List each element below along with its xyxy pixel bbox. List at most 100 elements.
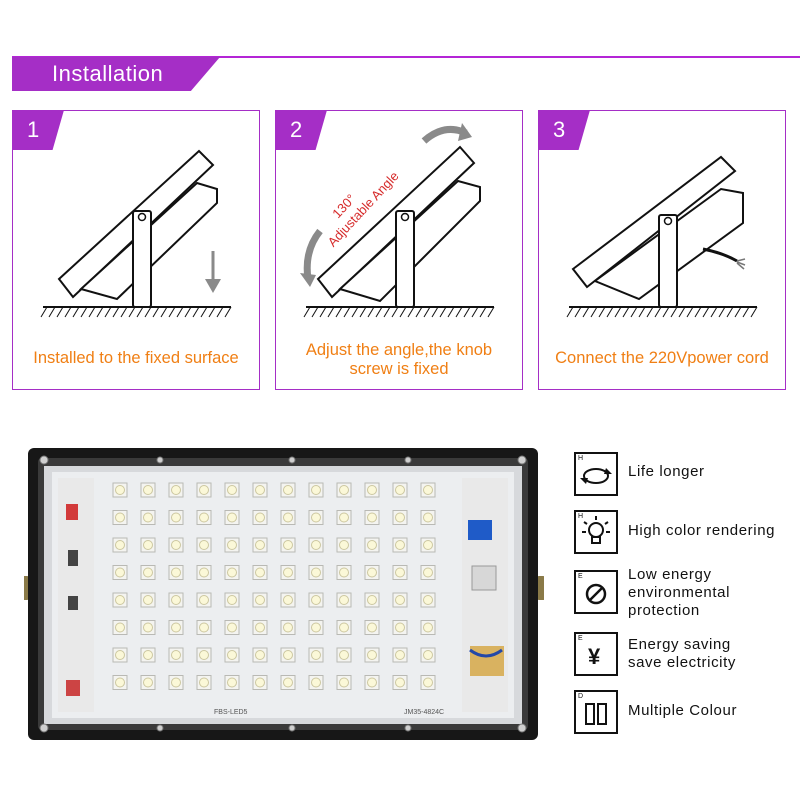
led-lens xyxy=(283,567,293,578)
led-lens xyxy=(423,540,433,550)
led-lens xyxy=(115,595,125,605)
led-lens xyxy=(199,540,209,550)
feature-4-line1: Energy saving xyxy=(628,636,731,653)
feature-5-label: Multiple Colour xyxy=(628,702,738,719)
feature-2-label: High color rendering xyxy=(628,522,776,539)
light-bulb-icon xyxy=(582,516,610,544)
led-lens xyxy=(199,677,209,688)
led-lens xyxy=(339,622,349,633)
led-lens xyxy=(311,677,321,688)
led-lens xyxy=(115,677,125,688)
led-lens xyxy=(115,567,125,578)
led-lens xyxy=(395,595,405,605)
yen-icon: ¥ xyxy=(588,644,601,669)
led-lens xyxy=(255,540,265,550)
led-grid xyxy=(112,482,436,690)
led-lens xyxy=(227,650,237,660)
feature-4-letter: E xyxy=(578,635,583,642)
led-lens xyxy=(311,622,321,633)
led-lens xyxy=(311,485,321,495)
step-2-illustration: 130° Adjustable Angle xyxy=(300,123,495,318)
led-lens xyxy=(255,512,265,523)
feature-3-line1: Low energy xyxy=(628,566,712,583)
led-lens xyxy=(227,677,237,688)
step-3-number: 3 xyxy=(553,117,566,142)
led-lens xyxy=(423,677,433,688)
led-lens xyxy=(367,650,377,660)
led-lens xyxy=(311,540,321,550)
led-lens xyxy=(339,567,349,578)
feature-3-line3: protection xyxy=(628,602,700,619)
led-lens xyxy=(227,512,237,523)
header-divider xyxy=(12,56,800,58)
step-panel-1: 1 Installed to the fixed surface xyxy=(12,110,260,390)
led-lens xyxy=(199,650,209,660)
led-lens xyxy=(339,512,349,523)
led-lens xyxy=(395,485,405,495)
step-3-illustration xyxy=(566,155,758,318)
led-lens xyxy=(423,567,433,578)
step-1-caption: Installed to the fixed surface xyxy=(33,349,239,367)
feature-2-letter: H xyxy=(578,513,584,520)
led-lens xyxy=(115,485,125,495)
feature-box-2: H xyxy=(574,510,618,554)
led-lens xyxy=(199,567,209,578)
led-lens xyxy=(367,622,377,633)
led-lens xyxy=(423,485,433,495)
led-lens xyxy=(171,677,181,688)
led-lens xyxy=(395,650,405,660)
led-lens xyxy=(283,512,293,523)
board-label-left: FBS-LED5 xyxy=(214,709,248,716)
step-2-number: 2 xyxy=(290,117,303,142)
floodlight-product: FBS-LED5 JM35-4824C xyxy=(24,448,544,740)
led-lens xyxy=(339,595,349,605)
led-lens xyxy=(339,650,349,660)
led-lens xyxy=(255,485,265,495)
led-lens xyxy=(199,622,209,633)
led-lens xyxy=(199,485,209,495)
led-lens xyxy=(143,485,153,495)
led-lens xyxy=(283,540,293,550)
board-label-right: JM35-4824C xyxy=(404,709,444,716)
led-lens xyxy=(367,540,377,550)
feature-3-line2: environmental xyxy=(628,584,731,601)
led-lens xyxy=(143,540,153,550)
led-lens xyxy=(395,512,405,523)
led-lens xyxy=(339,677,349,688)
led-lens xyxy=(395,622,405,633)
feature-box-1: H xyxy=(574,452,618,496)
rotate-arrows-icon xyxy=(580,468,612,484)
feature-box-5: D xyxy=(574,690,618,734)
led-lens xyxy=(283,485,293,495)
led-lens xyxy=(423,650,433,660)
led-lens xyxy=(115,650,125,660)
feature-box-3: E xyxy=(574,570,618,614)
led-lens xyxy=(227,567,237,578)
step-2-caption-line2: screw is fixed xyxy=(349,360,449,378)
led-lens xyxy=(171,485,181,495)
led-lens xyxy=(115,512,125,523)
page-title: Installation xyxy=(52,61,164,86)
led-lens xyxy=(395,677,405,688)
step-1-illustration xyxy=(40,149,232,318)
led-lens xyxy=(171,567,181,578)
led-lens xyxy=(367,595,377,605)
svg-text:¥: ¥ xyxy=(588,644,601,669)
led-lens xyxy=(227,540,237,550)
led-lens xyxy=(143,650,153,660)
led-lens xyxy=(255,567,265,578)
led-lens xyxy=(367,512,377,523)
step-3-caption: Connect the 220Vpower cord xyxy=(555,349,769,367)
right-knob xyxy=(536,576,544,600)
led-lens xyxy=(367,677,377,688)
led-lens xyxy=(283,595,293,605)
feature-1-letter: H xyxy=(578,455,584,462)
led-lens xyxy=(339,485,349,495)
led-lens xyxy=(423,595,433,605)
led-lens xyxy=(143,595,153,605)
feature-3-letter: E xyxy=(578,573,583,580)
led-lens xyxy=(395,567,405,578)
led-lens xyxy=(143,567,153,578)
led-lens xyxy=(311,512,321,523)
led-lens xyxy=(143,622,153,633)
